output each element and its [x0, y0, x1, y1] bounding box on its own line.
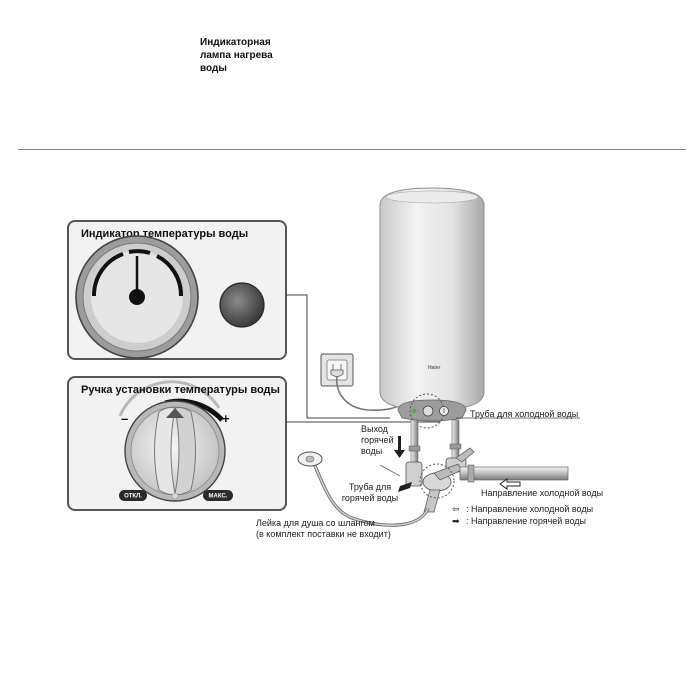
hot-outlet-label: Выход горячей воды: [361, 424, 394, 456]
mixer-faucet: [405, 461, 463, 513]
cold-pipe-label: Труба для холодной воды: [470, 409, 579, 419]
knob-panel-title: Ручка установки температуры воды: [81, 384, 280, 396]
heating-indicator-lamp: [411, 408, 417, 414]
legend-hot: ➡: Направление горячей воды: [452, 516, 587, 526]
hot-water-flow-arrow: [394, 436, 405, 458]
label-leader-lines: [379, 417, 580, 477]
mixer-highlight-circle: [419, 463, 455, 499]
cold-direction-label: Направление холодной воды: [481, 488, 604, 498]
hollow-arrow-icon: ⇦: [452, 504, 460, 514]
power-cable: [336, 375, 403, 411]
tank-pipes: [408, 419, 462, 465]
control-highlight-circle: [409, 393, 445, 429]
cold-water-supply-pipe: [459, 464, 569, 483]
heater-control-unit: [397, 393, 467, 429]
shower-head-icon: [297, 451, 323, 467]
hot-pipe-label: Труба для горячей воды: [341, 482, 399, 503]
hot-water-flow-arrow-2: [398, 482, 412, 492]
brand-logo: Haier: [428, 365, 441, 371]
top-divider: [18, 149, 686, 150]
temperature-gauge-small: [422, 405, 434, 417]
shower-hose: [312, 463, 430, 527]
indicator-panel-title: Индикатор температуры воды: [81, 228, 249, 240]
legend-cold: ⇦: Направление холодной воды: [452, 504, 594, 514]
temperature-knob-panel: Ручка установки температуры воды: [67, 376, 287, 511]
shower-label: Лейка для душа со шлангом (в комплект по…: [256, 518, 391, 539]
temperature-indicator-panel: Индикатор температуры воды: [67, 220, 287, 360]
cold-water-flow-arrow: [499, 478, 521, 490]
water-heater-tank: Haier: [379, 187, 485, 411]
solid-arrow-icon: ➡: [452, 516, 460, 526]
heating-lamp-label: Индикаторная лампа нагрева воды: [200, 37, 273, 74]
